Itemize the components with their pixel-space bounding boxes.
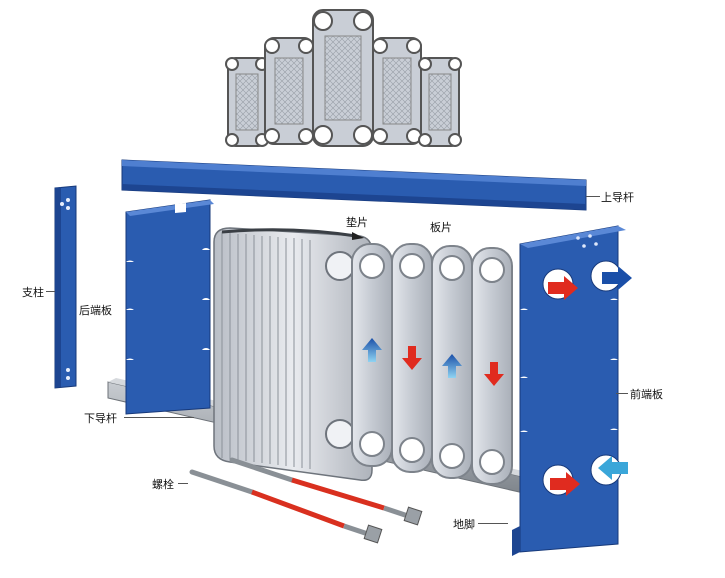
arrow-red-icon	[548, 276, 578, 300]
leader-bottom-guide-bar	[124, 417, 194, 418]
label-foot: 地脚	[453, 518, 475, 531]
arrow-blue-icon	[442, 354, 462, 378]
label-gasket: 垫片	[346, 216, 368, 229]
arrow-red-icon	[550, 472, 580, 496]
arrow-blue-icon	[598, 456, 628, 480]
label-front-end-plate: 前端板	[630, 388, 663, 401]
label-support-column: 支柱	[22, 286, 44, 299]
leader-front-end-plate	[616, 393, 628, 394]
label-plate: 板片	[430, 221, 452, 234]
label-bolt: 螺栓	[152, 478, 174, 491]
sample-plate-3	[312, 9, 374, 147]
arrow-red-icon	[484, 362, 504, 386]
label-bottom-guide-bar: 下导杆	[84, 412, 117, 425]
label-rear-end-plate: 后端板	[79, 304, 112, 317]
leader-bolt	[178, 483, 188, 484]
plate-pack	[213, 227, 373, 482]
leader-support-column	[46, 291, 55, 292]
plate-samples	[225, 9, 462, 147]
sample-plate-5	[418, 57, 462, 147]
support-column	[54, 185, 77, 389]
arrow-red-icon	[402, 346, 422, 370]
leader-foot	[478, 523, 508, 524]
bolt-lower	[189, 469, 383, 544]
top-guide-bar	[121, 159, 587, 211]
arrow-blue-icon	[602, 266, 632, 290]
sample-plate-1	[225, 57, 269, 147]
sample-plate-4	[372, 37, 422, 145]
leader-top-guide-bar	[586, 196, 600, 197]
rear-end-plate	[125, 199, 214, 415]
arrow-blue-icon	[362, 338, 382, 362]
sample-plate-2	[264, 37, 314, 145]
bolt-upper	[229, 457, 423, 526]
label-top-guide-bar: 上导杆	[601, 191, 634, 204]
